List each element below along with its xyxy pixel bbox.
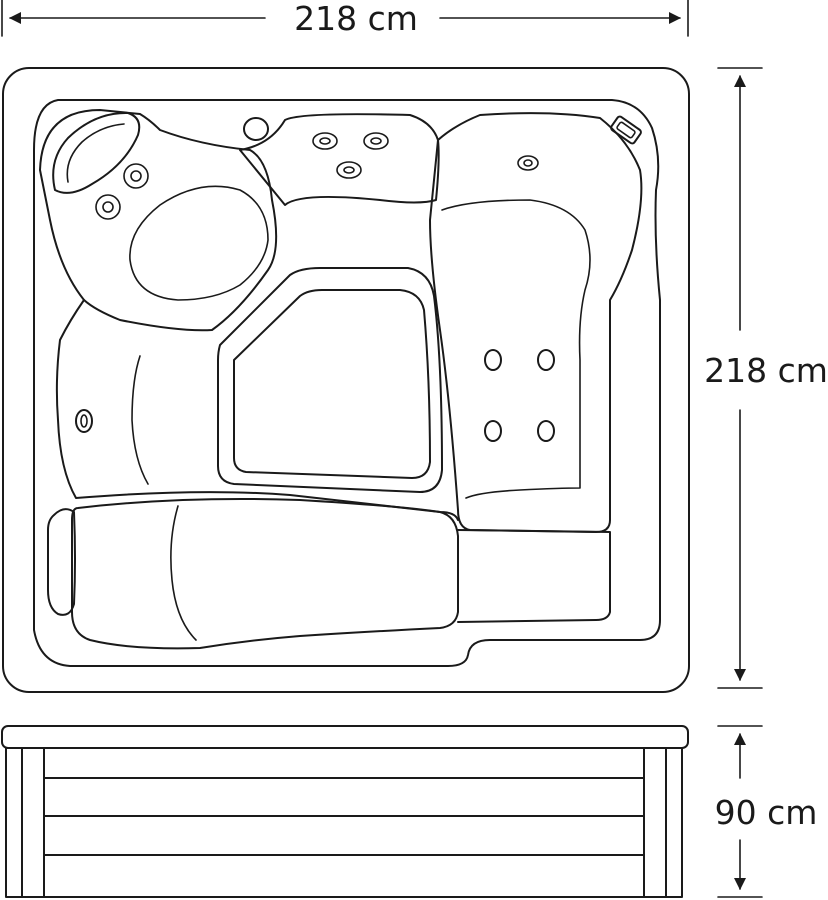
spa-top-view (2, 67, 690, 693)
jet-icon (484, 420, 502, 442)
top-jets (312, 132, 389, 179)
headrest-left (52, 111, 141, 194)
bottom-lounger (71, 498, 459, 650)
spa-outer-shell (2, 67, 690, 693)
depth-label: 218 cm (704, 351, 828, 390)
control-panel-icon (610, 115, 642, 145)
corner-step (457, 529, 611, 623)
back-jets (484, 349, 555, 442)
jet-icon (370, 137, 382, 145)
jet-icon (123, 163, 149, 189)
height-dimension: 90 cm (715, 725, 818, 898)
width-dimension: 218 cm (1, 0, 689, 38)
jet-icon (537, 349, 555, 371)
jet-icon (363, 132, 389, 150)
footwell-outer (217, 267, 443, 493)
neck-jets (95, 163, 149, 220)
jet-icon (95, 194, 121, 220)
depth-dimension: 218 cm (704, 67, 828, 689)
top-middle-seat (239, 113, 440, 206)
jet-icon (517, 155, 539, 171)
right-seat (429, 112, 643, 533)
jet-icon (537, 420, 555, 442)
jet-icon (130, 170, 142, 182)
spa-side-view (1, 725, 689, 898)
height-label: 90 cm (715, 793, 818, 832)
jet-icon (312, 132, 338, 150)
jet-icon (343, 166, 355, 174)
jet-icon (102, 201, 114, 213)
left-seat-cushion (131, 355, 149, 485)
side-cabinet (5, 747, 683, 898)
jet-icon (336, 161, 362, 179)
jet-icon (319, 137, 331, 145)
headrest-left-inner (66, 123, 125, 183)
lounger-seat (39, 109, 278, 332)
footwell-inner (233, 289, 431, 479)
lounger-seat-cushion (129, 185, 269, 301)
right-seat-cushion (441, 199, 591, 499)
jet-icon (484, 349, 502, 371)
spa-inner-rim (33, 99, 661, 667)
jet-icon (523, 159, 533, 167)
bottom-lounger-headrest (47, 508, 76, 616)
jet-icon (75, 409, 93, 433)
jet-icon (80, 414, 88, 428)
bottom-lounger-cushion (170, 505, 197, 641)
left-seat (55, 299, 459, 521)
drain-icon (243, 117, 269, 141)
width-label: 218 cm (294, 0, 418, 38)
side-top-rim (1, 725, 689, 749)
